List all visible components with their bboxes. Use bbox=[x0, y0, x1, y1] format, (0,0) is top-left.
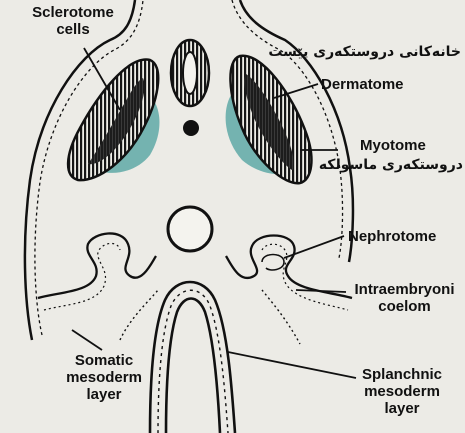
nephrotome-tubule bbox=[262, 255, 284, 271]
label-nephrotome: Nephrotome bbox=[348, 228, 436, 245]
gut-arch bbox=[150, 282, 235, 433]
leader-nephrotome bbox=[284, 236, 344, 258]
label-somatic-line3: layer bbox=[54, 386, 154, 403]
label-dermatome-kurdish: خانەکانی دروستکەری پێست bbox=[268, 44, 461, 60]
neural-tube bbox=[171, 40, 209, 106]
label-myotome-kurdish: دروستکەری ماسولکە bbox=[319, 157, 463, 173]
label-intraembryonic: Intraembryoni coelom bbox=[344, 281, 465, 315]
nephrotome-left bbox=[38, 233, 156, 298]
leader-somatic bbox=[72, 330, 102, 350]
label-sclerotome-line2: cells bbox=[28, 21, 118, 38]
label-intraembryonic-line1: Intraembryoni bbox=[344, 281, 465, 298]
label-sclerotome: Sclerotome cells bbox=[28, 4, 118, 38]
label-somatic: Somatic mesoderm layer bbox=[54, 352, 154, 403]
label-sclerotome-line1: Sclerotome bbox=[28, 4, 118, 21]
splanchnic-left bbox=[120, 290, 158, 340]
label-somatic-line2: mesoderm bbox=[54, 369, 154, 386]
label-somatic-line1: Somatic bbox=[54, 352, 154, 369]
nephrotome-right bbox=[226, 236, 352, 299]
leader-splanchnic bbox=[228, 352, 356, 378]
central-ring bbox=[168, 207, 212, 251]
leader-coelom bbox=[296, 290, 346, 292]
label-splanchnic-line3: layer bbox=[348, 400, 456, 417]
label-dermatome: Dermatome bbox=[321, 76, 404, 93]
label-splanchnic: Splanchnic mesoderm layer bbox=[348, 366, 456, 417]
splanchnic-right bbox=[262, 290, 300, 344]
notochord bbox=[183, 120, 199, 136]
label-splanchnic-line2: mesoderm bbox=[348, 383, 456, 400]
label-intraembryonic-line2: coelom bbox=[344, 298, 465, 315]
dermomyotome-left bbox=[68, 60, 158, 181]
dermomyotome-right bbox=[230, 56, 311, 183]
label-myotome: Myotome bbox=[360, 137, 426, 154]
nephrotome-left-inner bbox=[44, 243, 120, 310]
label-splanchnic-line1: Splanchnic bbox=[348, 366, 456, 383]
